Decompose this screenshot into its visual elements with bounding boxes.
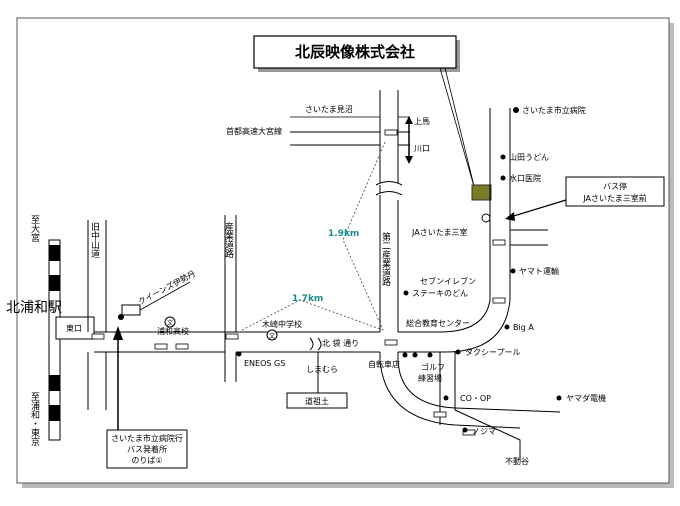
minuma-label: さいたま見沼 bbox=[305, 105, 353, 114]
ja-saitama-label: JAさいたま三室 bbox=[411, 227, 467, 237]
svg-text:文: 文 bbox=[167, 319, 173, 327]
railway-track bbox=[48, 239, 61, 441]
nakasendo-label: 旧中山道 bbox=[89, 222, 100, 259]
bus-stop-callout bbox=[565, 176, 665, 207]
bus-depart-line3: のりば① bbox=[131, 456, 162, 465]
distance-1: 1.9km bbox=[328, 229, 359, 239]
co-op-label: CO・OP bbox=[460, 394, 491, 403]
distance-lines bbox=[241, 141, 386, 331]
seven-eleven-label: セブンイレブン bbox=[420, 276, 476, 286]
distance-2: 1.7km bbox=[292, 294, 323, 304]
michisodo-box bbox=[286, 392, 348, 409]
taxi-pool-label: タクシープール bbox=[465, 348, 521, 357]
direction-arrow bbox=[405, 116, 413, 164]
svg-text:文: 文 bbox=[269, 332, 275, 340]
eneos-label: ENEOS GS bbox=[244, 359, 285, 368]
company-location-marker bbox=[471, 184, 492, 201]
yamada-udon-label: 山田うどん bbox=[509, 152, 549, 162]
school-icon: 文 文 bbox=[164, 316, 278, 341]
jitensha-label: 自転車店 bbox=[368, 359, 400, 369]
bus-depart-callout bbox=[106, 429, 188, 469]
east-exit-label: 東口 bbox=[66, 323, 82, 333]
mizuguchi-label: 水口医院 bbox=[509, 173, 541, 183]
railway-stripes bbox=[49, 245, 60, 421]
hospital-label: さいたま市立病院 bbox=[522, 105, 586, 115]
title-box bbox=[253, 35, 457, 69]
bus-stop-title: バス停 bbox=[603, 181, 627, 191]
queens-pointer bbox=[139, 281, 191, 311]
station-label: 北浦和駅 bbox=[6, 300, 62, 316]
bus-stop-name: JAさいたま三室前 bbox=[582, 193, 646, 203]
station-platform bbox=[55, 316, 95, 340]
kizaki-label: 木崎中学校 bbox=[262, 319, 302, 329]
steak-label: ステーキのどん bbox=[412, 289, 468, 298]
bus-stop-marker bbox=[481, 213, 491, 223]
to-tokyo-label: 至浦和・東京 bbox=[29, 392, 40, 447]
bus-stop-pointer bbox=[506, 199, 567, 219]
nojima-label: ノジマ bbox=[472, 427, 496, 436]
company-title: 北辰映像株式会社 bbox=[295, 43, 415, 61]
road-breaks bbox=[309, 181, 403, 351]
bus-depart-arrowhead bbox=[113, 326, 123, 340]
traffic-signals bbox=[91, 129, 506, 436]
daini-sangyo-label: 第二産業道路 bbox=[380, 231, 391, 287]
shimamura-label: しまむら bbox=[306, 365, 338, 374]
sogo-kyoiku-label: 総合教育センター bbox=[406, 318, 470, 328]
kamiba-label: 上馬 bbox=[414, 117, 430, 126]
michisodo-label: 道祖土 bbox=[305, 396, 329, 406]
roads bbox=[87, 90, 561, 460]
kitakoku-label: 北 袋 通り bbox=[322, 338, 359, 348]
golf-label: ゴルフ 練習場 bbox=[418, 362, 448, 383]
queens-building bbox=[121, 304, 141, 316]
yamada-denki-label: ヤマダ電機 bbox=[566, 393, 606, 403]
shuto-label: 首都高速大宮線 bbox=[226, 126, 282, 136]
bus-depart-line2: バス発着所 bbox=[127, 444, 167, 454]
fudoya-label: 不動谷 bbox=[505, 457, 529, 466]
place-dots bbox=[118, 107, 562, 433]
yamato-label: ヤマト運輸 bbox=[519, 266, 559, 276]
bus-depart-line1: さいたま市立病院行 bbox=[111, 433, 183, 443]
bus-stop-arrowhead bbox=[505, 212, 515, 221]
sangyo-label: 産業道路 bbox=[223, 221, 234, 259]
urawa-koko-label: 浦和高校 bbox=[157, 326, 189, 336]
big-a-label: Big A bbox=[513, 323, 534, 332]
kawaguchi-label: 川口 bbox=[414, 144, 430, 153]
map-frame bbox=[16, 17, 670, 484]
to-omiya-label: 至大宮 bbox=[29, 215, 40, 243]
